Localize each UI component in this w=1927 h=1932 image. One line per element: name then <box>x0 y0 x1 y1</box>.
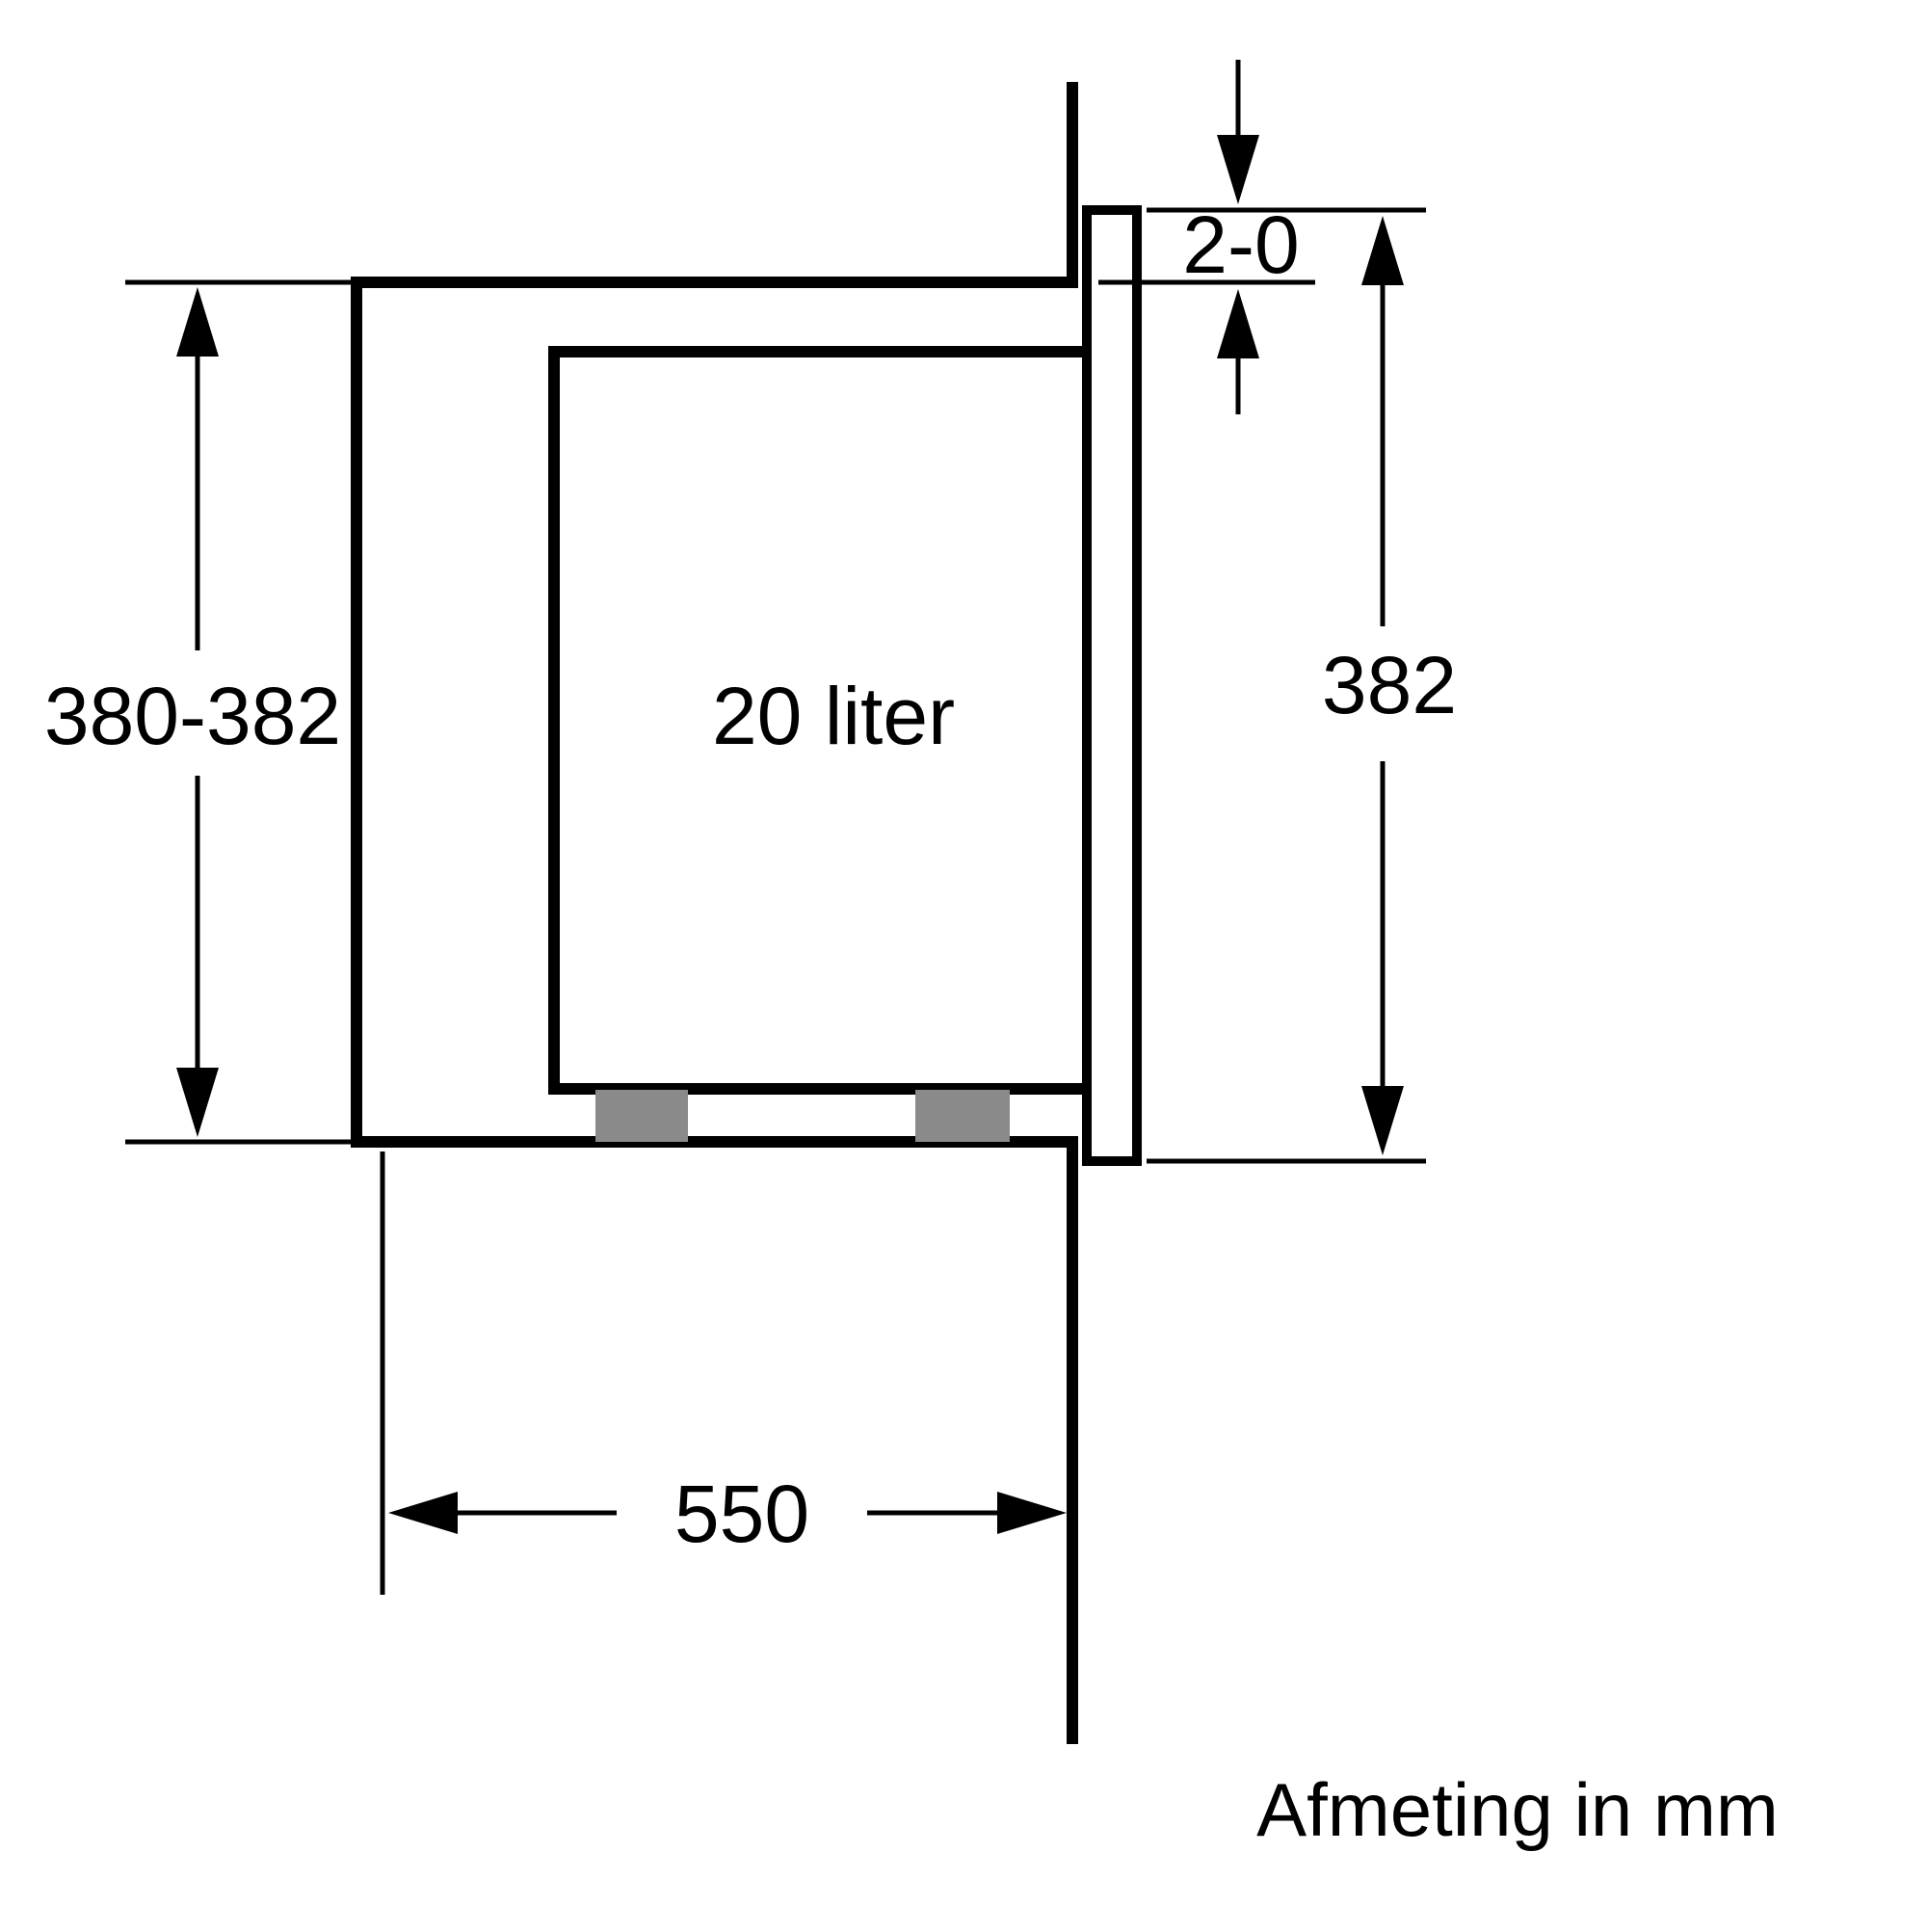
units-note-label: Afmeting in mm <box>1256 1767 1779 1852</box>
niche-width-label: 550 <box>674 1469 809 1559</box>
cabinet-niche-outline <box>351 82 1078 1744</box>
appliance-foot-left <box>595 1090 688 1142</box>
top-gap-label: 2-0 <box>1182 199 1299 290</box>
arrow-up-icon <box>1217 289 1259 358</box>
appliance-foot-right <box>915 1090 1010 1142</box>
dimension-niche-width: 550 <box>380 1151 1067 1595</box>
frame-height-label: 382 <box>1322 640 1457 730</box>
arrow-down-icon <box>1217 135 1259 204</box>
dimension-top-gap: 2-0 <box>1098 60 1426 414</box>
arrow-down-icon <box>176 1068 219 1137</box>
dimension-niche-height: 380-382 <box>44 279 356 1145</box>
arrow-down-icon <box>1361 1086 1404 1155</box>
dimension-frame-height: 382 <box>1147 216 1457 1164</box>
arrow-right-icon <box>997 1492 1067 1534</box>
capacity-label: 20 liter <box>712 671 955 761</box>
arrow-up-icon <box>1361 216 1404 285</box>
arrow-left-icon <box>388 1492 458 1534</box>
arrow-up-icon <box>176 287 219 357</box>
appliance-front-frame <box>1082 205 1142 1166</box>
niche-height-label: 380-382 <box>44 671 341 761</box>
